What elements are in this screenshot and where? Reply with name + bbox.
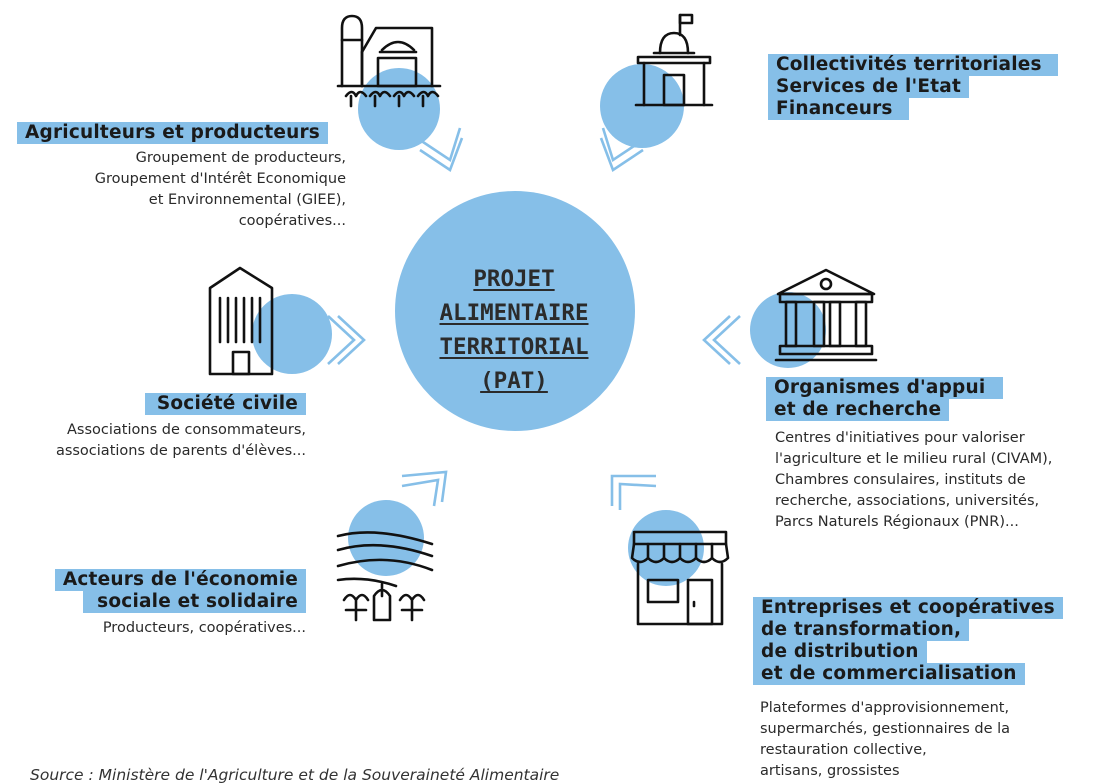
ess-titles: Acteurs de l'économie sociale et solidai… — [54, 569, 306, 613]
accent-circle-societe — [252, 294, 332, 374]
chevron-organismes-icon — [702, 315, 741, 365]
desc-line: Producteurs, coopératives... — [102, 620, 306, 636]
chevron-entreprises-icon — [610, 474, 657, 510]
desc-line: supermarchés, gestionnaires de la — [760, 721, 1011, 737]
entreprises-description: Plateformes d'approvisionnement, superma… — [760, 698, 1010, 782]
desc-line: Groupement d'Intérêt Economique — [94, 171, 346, 187]
shop-storefront-icon — [630, 530, 730, 626]
desc-line: coopératives... — [238, 213, 346, 229]
building-icon — [208, 266, 274, 376]
desc-line: Associations de consommateurs, — [67, 422, 306, 438]
accent-circle-entreprises — [628, 510, 704, 586]
center-title-line: TERRITORIAL — [439, 334, 589, 360]
entreprises-title-line: Entreprises et coopératives — [753, 597, 1063, 619]
entreprises-titles: Entreprises et coopératives de transform… — [753, 597, 1063, 685]
institution-columns-icon — [774, 268, 878, 362]
center-title-line: PROJET — [473, 266, 555, 292]
desc-line: Plateformes d'approvisionnement, — [760, 700, 1010, 716]
fields-crops-icon — [336, 531, 434, 622]
desc-line: recherche, associations, universités, — [775, 493, 1040, 509]
center-title-line: (PAT) — [480, 368, 548, 394]
center-title: PROJET ALIMENTAIRE TERRITORIAL (PAT) — [396, 262, 632, 398]
agriculteurs-title: Agriculteurs et producteurs — [17, 122, 329, 144]
agriculteurs-title-text: Agriculteurs et producteurs — [17, 122, 329, 144]
desc-line: Centres d'initiatives pour valoriser — [775, 430, 1025, 446]
organismes-title-line: Organismes d'appui — [766, 377, 1004, 399]
societe-description: Associations de consommateurs, associati… — [56, 420, 306, 462]
organismes-description: Centres d'initiatives pour valoriser l'a… — [775, 428, 1052, 533]
collectivites-titles: Collectivités territoriales Services de … — [768, 54, 1058, 120]
collectivites-title-line: Financeurs — [768, 98, 909, 120]
collectivites-title-line: Services de l'Etat — [768, 76, 970, 98]
desc-line: artisans, grossistes — [760, 763, 900, 779]
desc-line: et Environnemental (GIEE), — [148, 192, 346, 208]
desc-line: Chambres consulaires, instituts de — [775, 472, 1026, 488]
organismes-title-line: et de recherche — [766, 399, 950, 421]
chevron-collectivites-icon — [599, 127, 644, 172]
chevron-agriculteurs-icon — [419, 127, 464, 172]
desc-line: associations de parents d'élèves... — [55, 443, 306, 459]
accent-circle-agriculteurs — [358, 68, 440, 150]
desc-line: Parcs Naturels Régionaux (PNR)... — [775, 514, 1019, 530]
desc-line: Groupement de producteurs, — [135, 150, 346, 166]
entreprises-title-line: de distribution — [753, 641, 927, 663]
desc-line: l'agriculture et le milieu rural (CIVAM)… — [775, 451, 1053, 467]
source-caption: Source : Ministère de l'Agriculture et d… — [30, 766, 560, 784]
collectivites-title-line: Collectivités territoriales — [768, 54, 1058, 76]
agriculteurs-description: Groupement de producteurs, Groupement d'… — [95, 148, 346, 232]
capitol-building-icon — [634, 13, 714, 107]
entreprises-title-line: de transformation, — [753, 619, 970, 641]
farm-barn-icon — [336, 14, 442, 108]
center-title-line: ALIMENTAIRE — [439, 300, 589, 326]
center-circle — [395, 191, 635, 431]
entreprises-title-line: et de commercialisation — [753, 663, 1025, 685]
ess-title-line: sociale et solidaire — [83, 591, 306, 613]
societe-title: Société civile — [144, 393, 306, 415]
chevron-societe-icon — [327, 315, 366, 365]
ess-title-line: Acteurs de l'économie — [54, 569, 306, 591]
ess-description: Producteurs, coopératives... — [103, 618, 306, 639]
chevron-ess-icon — [401, 470, 448, 507]
societe-title-text: Société civile — [144, 393, 306, 415]
desc-line: restauration collective, — [760, 742, 927, 758]
organismes-titles: Organismes d'appui et de recherche — [766, 377, 1004, 421]
